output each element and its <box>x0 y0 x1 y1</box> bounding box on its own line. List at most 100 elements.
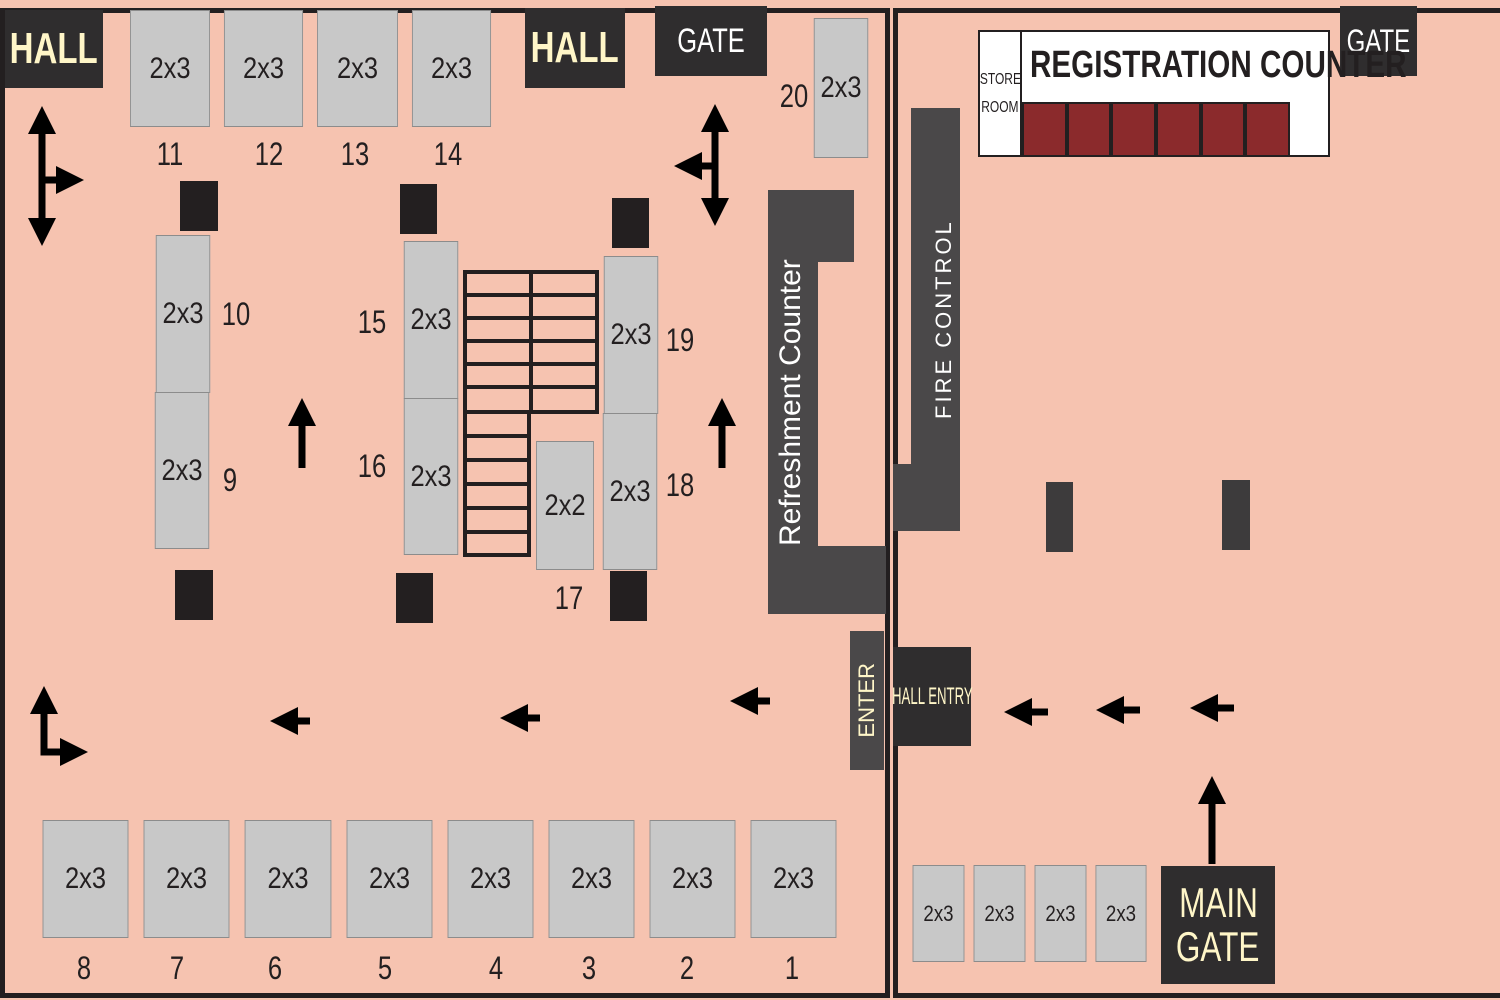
stall-4[interactable]: 2x3 <box>447 820 534 938</box>
stall-5[interactable]: 2x3 <box>346 820 433 938</box>
stall-number-11: 11 <box>156 136 184 172</box>
stall-number-6: 6 <box>267 950 283 986</box>
arrow-right-icon <box>40 738 88 766</box>
stall-7[interactable]: 2x3 <box>143 820 230 938</box>
stall-size: 2x3 <box>469 862 512 895</box>
stall-number-10: 10 <box>221 296 251 332</box>
main-gate-label: GATE <box>1176 923 1260 970</box>
enter-doorway[interactable]: ENTER <box>850 631 884 770</box>
gate-label-right: GATE <box>1340 6 1417 76</box>
refreshment-counter-side <box>768 190 818 614</box>
stall-number-4: 4 <box>488 950 504 986</box>
stall-size: 2x3 <box>267 862 309 895</box>
stall-size: 2x3 <box>162 297 204 330</box>
stall-number-18: 18 <box>665 467 695 503</box>
stall-18[interactable]: 2x3 <box>602 413 658 570</box>
stall-14[interactable]: 2x3 <box>411 10 492 127</box>
fire-control-bottom <box>893 464 960 531</box>
stall-20[interactable]: 2x3 <box>813 18 869 158</box>
store-room: STORE ROOM <box>979 32 1022 155</box>
stall-size: 2x3 <box>609 474 651 508</box>
pillar <box>175 570 213 620</box>
hall-label-left: HALL <box>5 10 103 88</box>
hall-label-center: HALL <box>525 8 625 88</box>
stall-size: 2x3 <box>410 459 452 493</box>
stall-size: 2x3 <box>772 862 815 895</box>
stall-number-12: 12 <box>254 136 284 172</box>
stall-number-5: 5 <box>377 950 393 986</box>
stall-size: 2x3 <box>410 303 452 336</box>
stall-17[interactable]: 2x2 <box>536 441 594 570</box>
pillar <box>610 571 647 621</box>
stall-9[interactable]: 2x3 <box>154 392 210 549</box>
stall-15[interactable]: 2x3 <box>403 241 459 399</box>
pillar <box>1046 482 1073 552</box>
stall-13[interactable]: 2x3 <box>317 10 398 127</box>
stall-size: 2x3 <box>570 862 613 895</box>
hall-label-text: HALL <box>10 24 98 73</box>
stall-3[interactable]: 2x3 <box>548 820 635 938</box>
stall-2[interactable]: 2x3 <box>649 820 736 938</box>
registration-desk[interactable] <box>1156 102 1201 157</box>
pillar <box>400 184 437 234</box>
gate-label-text: GATE <box>1346 22 1411 59</box>
registration-desk[interactable] <box>1066 102 1112 157</box>
stall-number-9: 9 <box>222 462 238 498</box>
registration-desks <box>1022 102 1291 157</box>
stall-11[interactable]: 2x3 <box>130 10 210 127</box>
stall-number-14: 14 <box>433 136 463 172</box>
registration-desk[interactable] <box>1245 102 1291 157</box>
hall-entry-label: HALL ENTRY <box>891 682 973 710</box>
stall-size: 2x3 <box>1105 900 1137 926</box>
store-room-label: ROOM <box>981 98 1019 116</box>
stall-19[interactable]: 2x3 <box>603 256 659 414</box>
fire-control-room[interactable]: FIRE CONTROL <box>893 108 960 531</box>
gate-label-left: GATE <box>655 6 767 76</box>
stall-number-13: 13 <box>340 136 370 172</box>
stall-right-b[interactable]: 2x3 <box>973 865 1026 962</box>
stall-size: 2x3 <box>149 51 191 85</box>
stall-8[interactable]: 2x3 <box>42 820 129 938</box>
stall-number-19: 19 <box>665 322 695 358</box>
stall-size: 2x3 <box>820 71 862 104</box>
stall-size: 2x3 <box>161 453 203 487</box>
gate-label-text: GATE <box>677 21 745 60</box>
stall-size: 2x3 <box>64 862 107 895</box>
stall-number-3: 3 <box>581 950 597 986</box>
stall-size: 2x3 <box>671 862 714 895</box>
stall-right-c[interactable]: 2x3 <box>1034 865 1087 962</box>
main-gate[interactable]: MAIN GATE <box>1161 866 1275 984</box>
registration-desk[interactable] <box>1111 102 1157 157</box>
refreshment-counter-bottom <box>768 546 886 614</box>
stall-number-8: 8 <box>76 950 92 986</box>
pillar <box>180 181 218 231</box>
stall-16[interactable]: 2x3 <box>403 398 459 555</box>
stall-size: 2x3 <box>430 51 473 85</box>
stall-number-20: 20 <box>779 78 809 114</box>
pillar <box>396 573 433 623</box>
stall-size: 2x3 <box>984 900 1015 926</box>
stall-right-a[interactable]: 2x3 <box>912 865 965 962</box>
fire-control-side <box>911 108 960 531</box>
hall-entry[interactable]: HALL ENTRY <box>891 647 973 746</box>
registration-desk[interactable] <box>1022 102 1067 157</box>
right-area-floor <box>893 8 1500 998</box>
hall-label-text: HALL <box>531 23 619 72</box>
refreshment-counter[interactable]: Refreshment Counter <box>768 190 886 614</box>
stall-1[interactable]: 2x3 <box>750 820 837 938</box>
stall-12[interactable]: 2x3 <box>223 10 304 127</box>
stall-number-2: 2 <box>679 950 695 986</box>
stall-6[interactable]: 2x3 <box>244 820 332 938</box>
stall-10[interactable]: 2x3 <box>155 235 211 393</box>
stall-size: 2x3 <box>610 318 652 351</box>
stall-number-16: 16 <box>357 448 387 484</box>
stall-right-d[interactable]: 2x3 <box>1095 865 1147 962</box>
stall-number-15: 15 <box>357 304 387 340</box>
stall-size: 2x3 <box>165 862 208 895</box>
stall-number-7: 7 <box>169 950 185 986</box>
stall-number-17: 17 <box>554 580 584 616</box>
stall-size: 2x3 <box>368 862 411 895</box>
registration-desk[interactable] <box>1200 102 1246 157</box>
